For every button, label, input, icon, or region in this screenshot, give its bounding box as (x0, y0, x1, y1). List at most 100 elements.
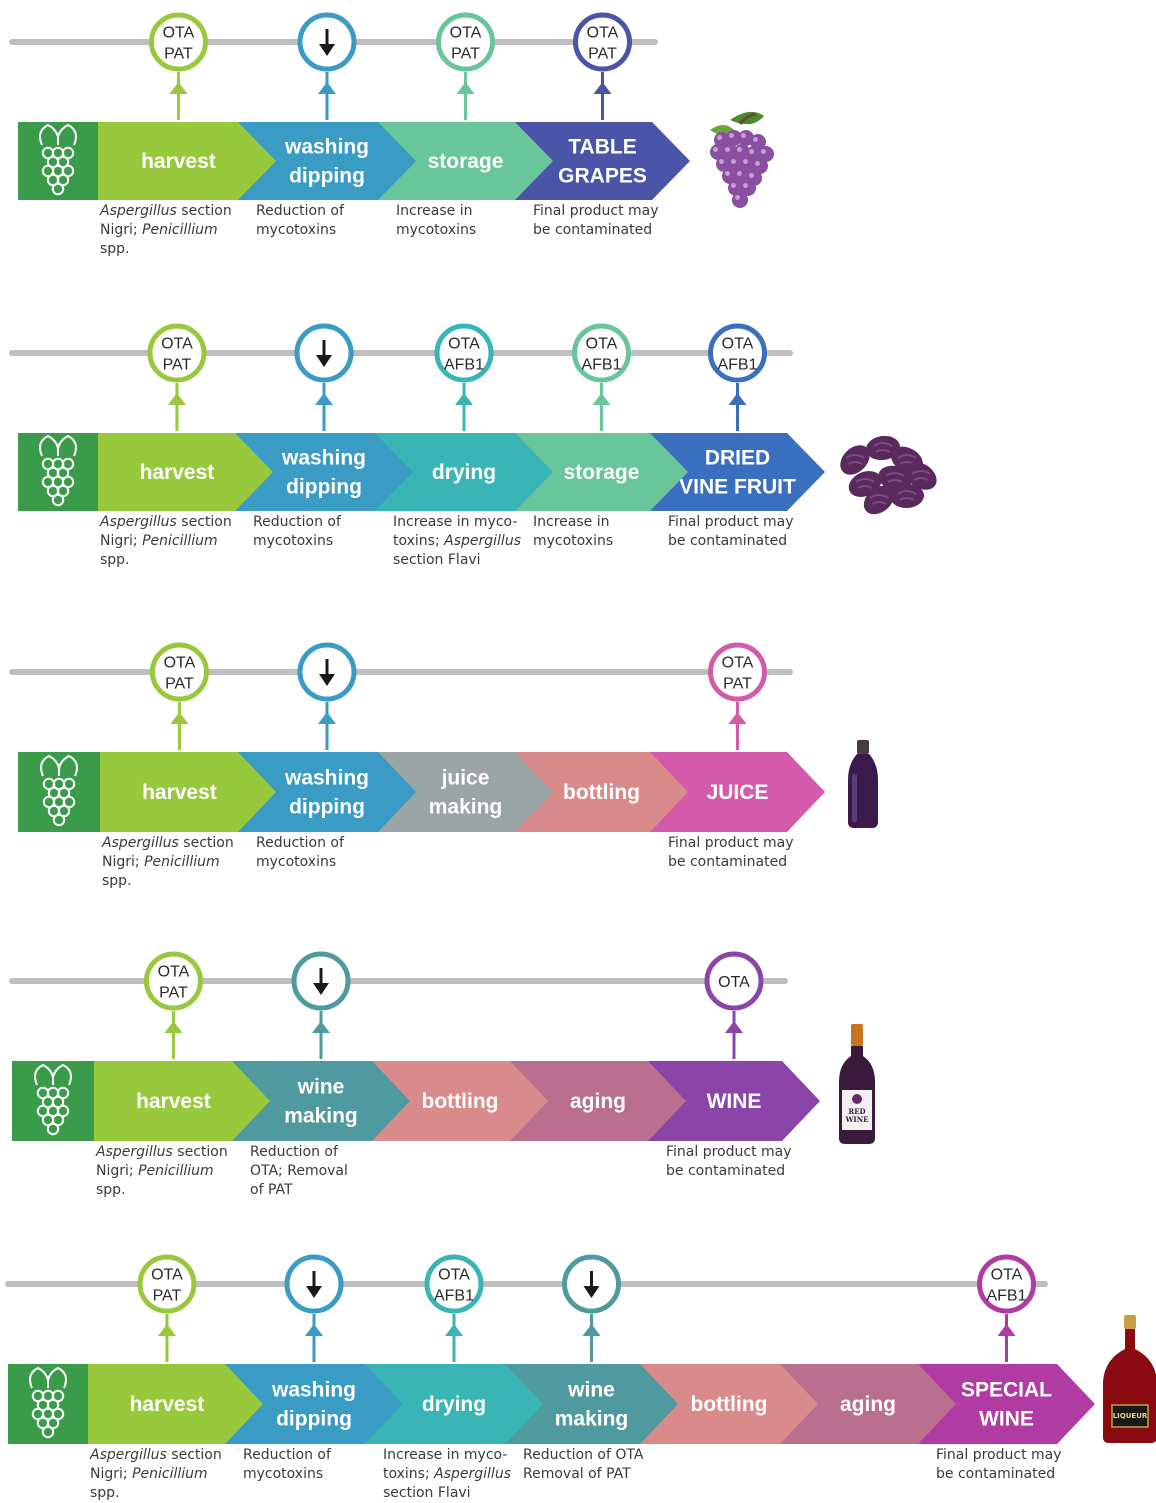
step-arrow-bottling (640, 1364, 818, 1444)
badge-text: OTA (158, 964, 190, 981)
note-italic: Penicillium (142, 222, 218, 238)
grape-emblem-icon (29, 1366, 67, 1439)
mycotoxin-badge (977, 1254, 1036, 1314)
note-line: section Flavi (383, 1485, 471, 1501)
note-line: spp. (102, 873, 132, 889)
step-arrow-storage (378, 122, 553, 200)
up-arrowhead-icon (725, 1021, 743, 1033)
badge-text: OTA (991, 1267, 1023, 1284)
liqueur-label-text: LIQUEUR (1113, 1412, 1148, 1420)
note-italic: Penicillium (132, 1466, 208, 1482)
badge-text: AFB1 (581, 357, 621, 374)
mycotoxin-badge (149, 642, 209, 702)
note-text: section (176, 514, 232, 530)
step-label: SPECIAL (961, 1379, 1052, 1402)
note-text: Nigri; (102, 854, 145, 870)
note-line: mycotoxins (256, 222, 337, 238)
badge-text: PAT (164, 46, 193, 63)
note-line: OTA; Removal (250, 1163, 348, 1179)
up-arrowhead-icon (169, 82, 188, 94)
step-label: storage (428, 150, 504, 173)
mycotoxin-badge (147, 323, 207, 383)
note-text: toxins; (383, 1466, 435, 1482)
note-text: Nigri; (100, 533, 143, 549)
step-label: juice (441, 767, 490, 790)
note-text: Nigri; (90, 1466, 133, 1482)
step-arrow-bottling (372, 1061, 548, 1141)
badge-text: OTA (587, 25, 619, 42)
note-italic: Aspergillus (96, 1144, 173, 1160)
step-label: bottling (563, 781, 640, 804)
badge-text: OTA (718, 974, 750, 991)
wine-label-text: WINE (845, 1115, 869, 1124)
mycotoxin-badge (708, 323, 767, 383)
step-arrow-wine (648, 1061, 820, 1141)
note-line: Aspergillus section (96, 1143, 246, 1162)
up-arrowhead-icon (318, 712, 336, 724)
step-label: drying (422, 1393, 486, 1416)
step-arrow-juice (650, 752, 825, 832)
step-label: dipping (286, 476, 362, 499)
grape-emblem-icon (34, 1063, 72, 1136)
step-label: washing (284, 136, 369, 159)
note-line: spp. (100, 241, 130, 257)
step-arrow-aging (510, 1061, 686, 1141)
note-line: spp. (90, 1485, 120, 1501)
note-text: toxins; (393, 533, 445, 549)
badge-text: PAT (159, 985, 188, 1002)
note-italic: Penicillium (142, 533, 218, 549)
step-label: drying (432, 461, 496, 484)
mycotoxin-badge (137, 1254, 197, 1314)
step-label: dipping (289, 165, 365, 188)
note-line: toxins; Aspergillus (393, 532, 543, 551)
process-row-wine: WINEOTAagingbottlingwinemakingharvestOTA… (9, 951, 820, 1141)
note-line: Final product may (668, 835, 794, 851)
badge-text: PAT (451, 46, 480, 63)
note-line: Nigri; Penicillium (100, 221, 250, 240)
note-line: spp. (100, 552, 130, 568)
step-arrow-washing-dipping (225, 1364, 403, 1444)
step-arrow-bottling (515, 752, 688, 832)
step-label: harvest (130, 1393, 205, 1416)
step-arrow-aging (780, 1364, 956, 1444)
step-arrow-wine-making (505, 1364, 678, 1444)
note-line: Final product may (666, 1144, 792, 1160)
badge-text: PAT (588, 46, 617, 63)
note-line: of PAT (250, 1182, 293, 1198)
mycotoxin-badge (143, 951, 203, 1011)
up-arrowhead-icon (164, 1021, 183, 1033)
up-arrowhead-icon (312, 1021, 330, 1033)
up-arrowhead-icon (315, 393, 333, 405)
wine-label-text: RED (848, 1107, 865, 1116)
step-label: bottling (422, 1090, 499, 1113)
step-label: WINE (707, 1090, 762, 1113)
note-line: toxins; Aspergillus (383, 1465, 533, 1484)
badge-text: AFB1 (986, 1288, 1026, 1305)
note-italic: Aspergillus (90, 1447, 167, 1463)
note-line: Increase in (396, 203, 473, 219)
step-arrow-dried-vine-fruit (650, 433, 825, 511)
step-label: dipping (289, 796, 365, 819)
up-arrowhead-icon (170, 712, 189, 724)
badge-text: AFB1 (434, 1288, 474, 1305)
up-arrowhead-icon (728, 393, 747, 405)
step-label: making (555, 1408, 629, 1431)
note-line: Reduction of (243, 1447, 331, 1463)
step-arrow-drying (375, 433, 553, 511)
badge-text: OTA (586, 336, 618, 353)
grape-emblem-icon (39, 123, 77, 196)
badge-text: OTA (163, 25, 195, 42)
step-label: aging (570, 1090, 626, 1113)
